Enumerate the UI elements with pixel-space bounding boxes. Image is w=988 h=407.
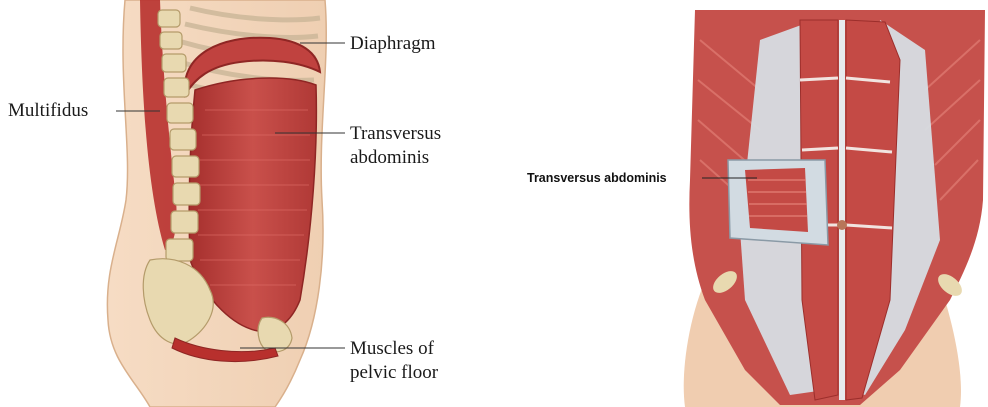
label-diaphragm: Diaphragm (350, 33, 436, 54)
umbilicus (837, 220, 847, 230)
label-pelvic-line1: Muscles of (350, 338, 435, 359)
label-multifidus: Multifidus (8, 100, 88, 121)
label-pelvic-line2: pelvic floor (350, 362, 439, 383)
left-figure-svg: Diaphragm Multifidus Transversus abdomin… (0, 0, 470, 407)
right-label-overlay: Transversus abdominis (525, 165, 765, 195)
label-transversus-line2: abdominis (350, 147, 429, 168)
right-figure-svg (650, 0, 988, 407)
right-anatomy-figure (650, 0, 988, 407)
left-anatomy-figure: Diaphragm Multifidus Transversus abdomin… (0, 0, 470, 407)
label-transversus-line1: Transversus (350, 123, 441, 144)
label-transversus-abdominis-right: Transversus abdominis (527, 171, 667, 185)
